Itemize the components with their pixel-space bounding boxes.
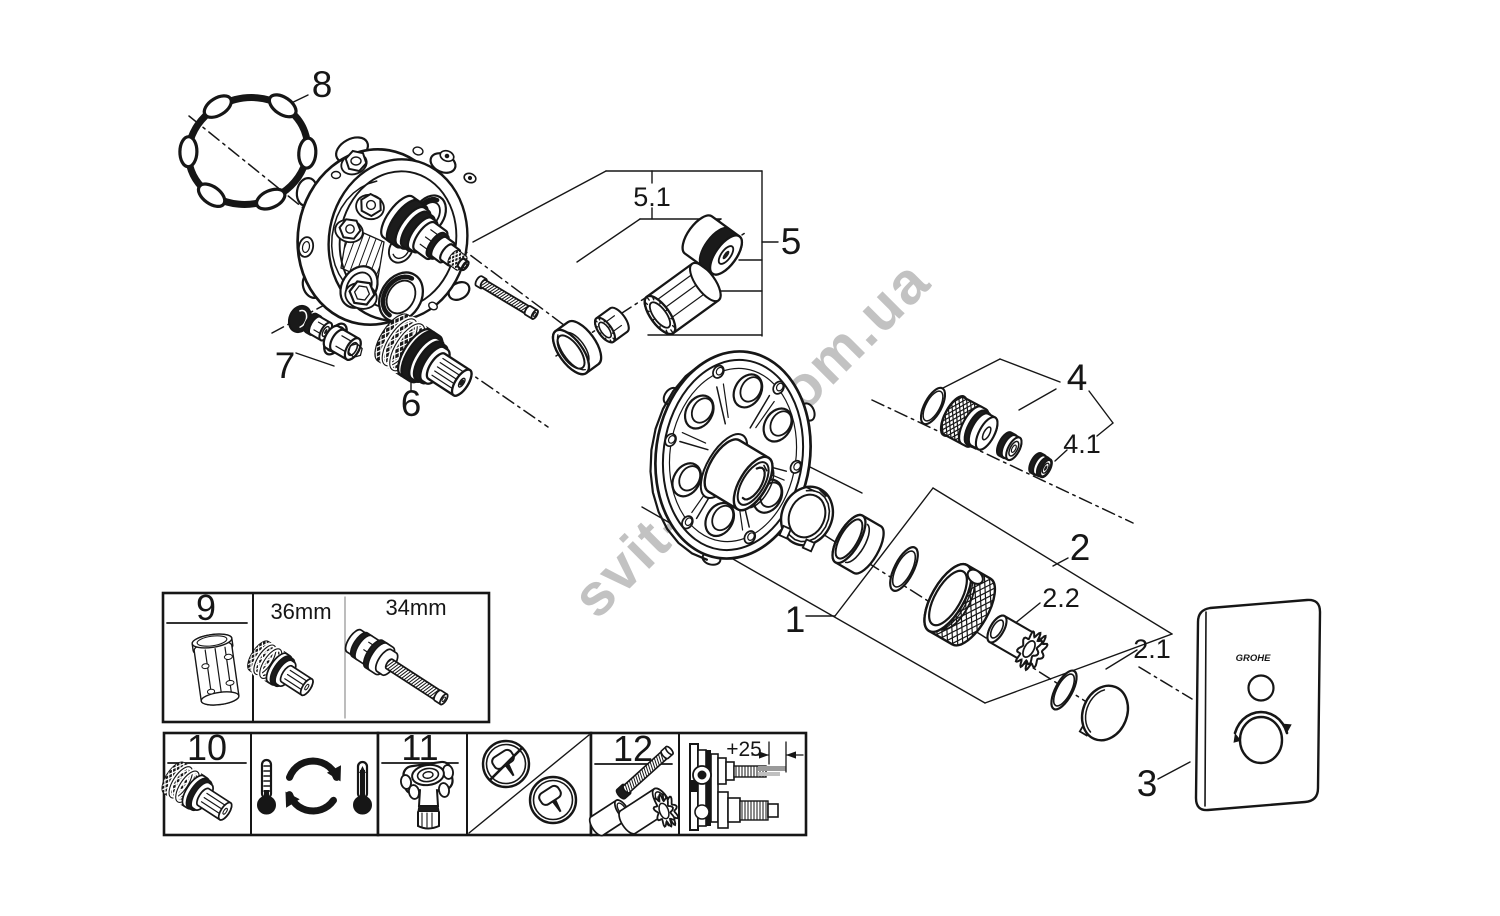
gasket-part-8 xyxy=(178,93,318,211)
callout-2-1: 2.1 xyxy=(1133,634,1171,664)
check-valve-11 xyxy=(400,760,454,830)
plug-7 xyxy=(322,322,363,361)
grease-symbol xyxy=(528,775,578,825)
bayonet-ring xyxy=(778,485,835,553)
callout-2: 2 xyxy=(1070,527,1091,568)
box-labels: 9 36mm 34mm 10 11 12 +25 xyxy=(187,587,762,769)
cover-cap-2-1 xyxy=(1078,684,1130,742)
valve-housing xyxy=(295,136,477,327)
callout-1: 1 xyxy=(785,599,806,640)
nut-4-1 xyxy=(1028,452,1053,479)
bearing-ring xyxy=(551,319,603,376)
spline-gear-small xyxy=(593,306,630,344)
star-adapter-flange xyxy=(652,791,680,828)
adapter-cap xyxy=(681,214,744,276)
callout-5: 5 xyxy=(781,221,802,262)
o-ring-4 xyxy=(919,386,947,426)
callout-labels: 8 5.1 5 7 6 4 4.1 2 2.2 2.1 1 3 xyxy=(275,64,1171,804)
callout-5-1: 5.1 xyxy=(633,182,671,212)
calibration-symbol xyxy=(257,757,372,815)
callout-4: 4 xyxy=(1067,357,1088,398)
grease-symbol-crossed xyxy=(481,739,531,789)
callout-8: 8 xyxy=(312,64,333,105)
install-diagram xyxy=(689,741,804,831)
box11-number: 11 xyxy=(401,727,438,768)
grohe-logo: GROHE xyxy=(1236,653,1272,664)
cartridge-5-1 xyxy=(380,194,470,272)
box12-dimension: +25 xyxy=(726,738,762,761)
cartridge-34mm xyxy=(344,628,449,706)
plate-logo: GROHE xyxy=(1236,653,1272,664)
box9-number: 9 xyxy=(196,587,216,628)
seal-washer xyxy=(995,431,1023,462)
box9-size-left: 36mm xyxy=(270,599,331,624)
face-plate-3 xyxy=(1194,598,1322,812)
callout-2-2: 2.2 xyxy=(1042,583,1080,613)
callout-3: 3 xyxy=(1137,763,1158,804)
callout-7: 7 xyxy=(275,345,296,386)
splined-sleeve xyxy=(643,261,722,336)
sleeve-part-9 xyxy=(191,633,240,706)
o-ring-large xyxy=(889,546,919,592)
o-ring-small xyxy=(1050,669,1078,711)
sleeve-ring xyxy=(831,513,885,575)
box12-number: 12 xyxy=(613,728,653,769)
cartridge-36mm xyxy=(243,637,314,697)
star-adapter-flange xyxy=(1014,630,1049,672)
callout-6: 6 xyxy=(401,383,422,424)
plate-hub xyxy=(699,433,775,512)
box10-number: 10 xyxy=(187,727,227,768)
threaded-rod xyxy=(474,275,539,320)
callout-4-1: 4.1 xyxy=(1063,429,1101,459)
box9-size-right: 34mm xyxy=(385,595,446,620)
screw-12 xyxy=(615,745,674,800)
